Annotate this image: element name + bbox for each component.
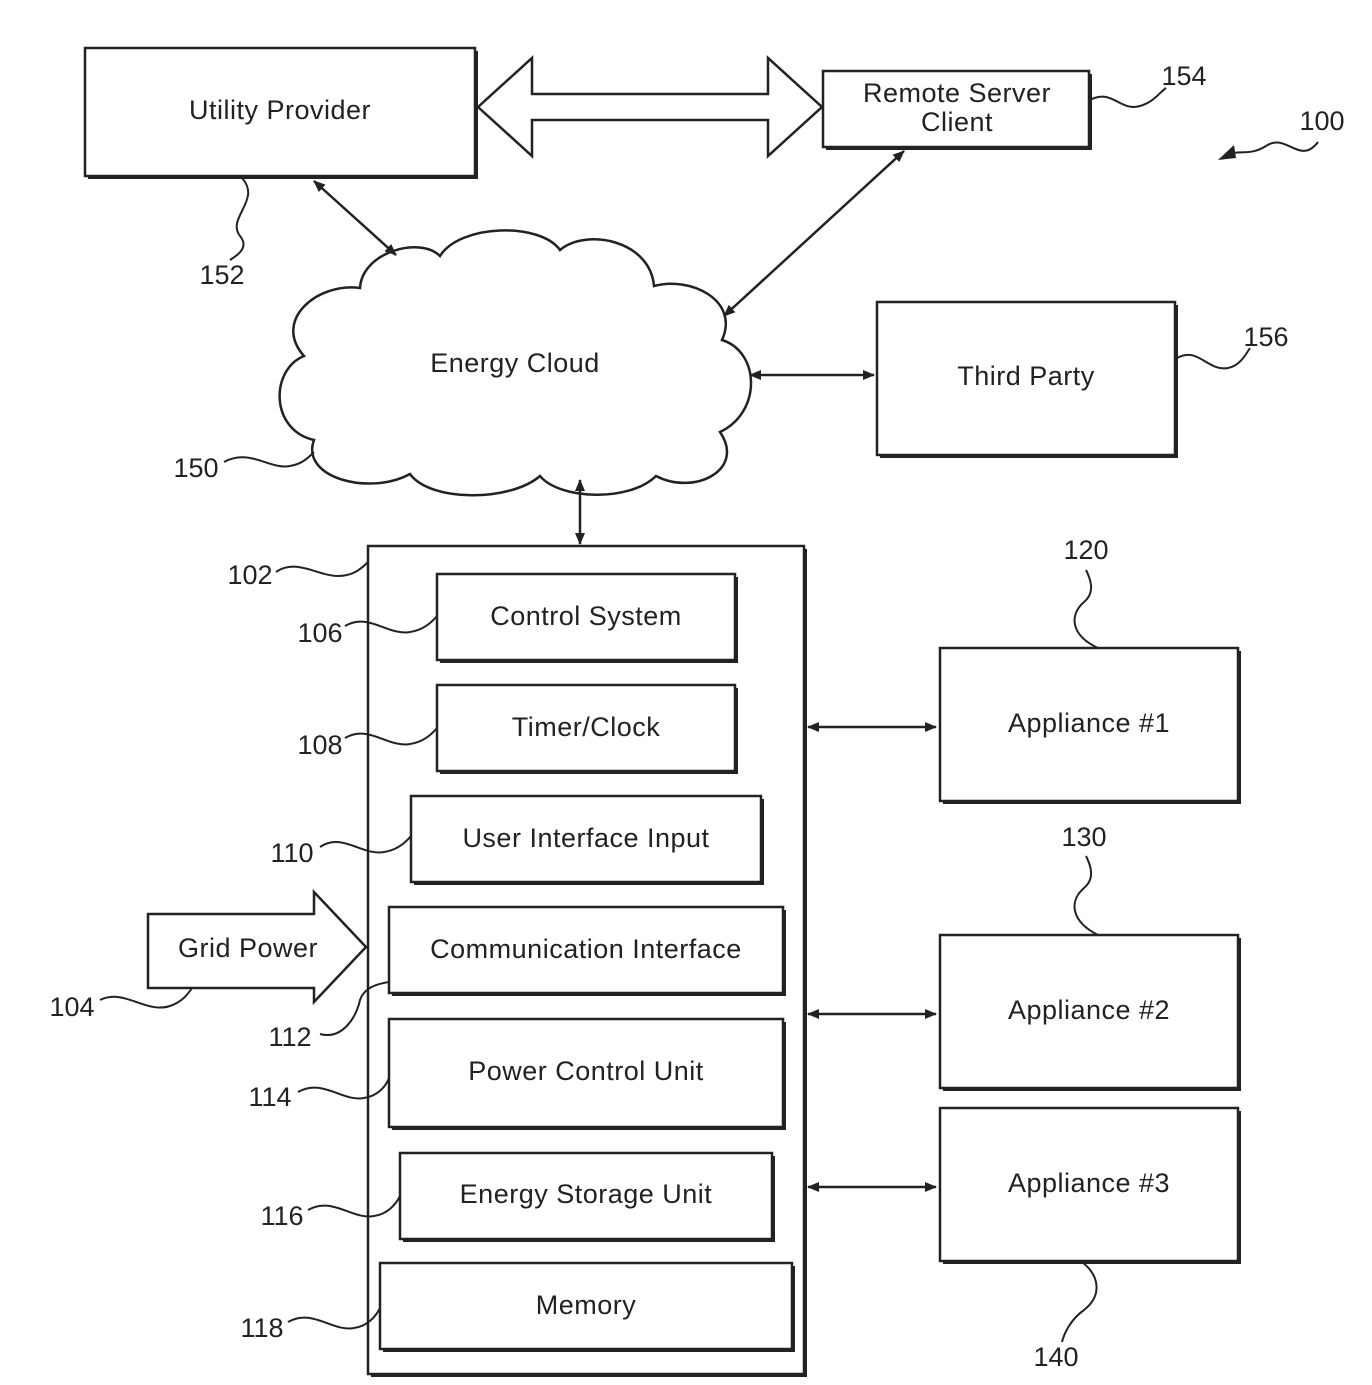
energy-storage-unit-box: Energy Storage Unit [400, 1153, 775, 1242]
appliance-3-ref-label: 140 [1033, 1342, 1078, 1372]
appliance-3-ref: 140 [1033, 1262, 1096, 1372]
appliance-1-box: Appliance #1 [940, 648, 1241, 804]
power-control-unit-box: Power Control Unit [389, 1019, 786, 1130]
appliance-1-ref: 120 [1063, 535, 1108, 648]
communication-interface-box: Communication Interface [389, 907, 786, 996]
utility-provider-ref: 152 [199, 178, 248, 290]
energy-storage-unit-label: Energy Storage Unit [460, 1179, 713, 1209]
energy-cloud-ref: 150 [173, 452, 314, 483]
communication-interface-label: Communication Interface [430, 934, 742, 964]
remote-server-client-box: Remote Server Client [823, 71, 1092, 150]
energy-cloud-ref-label: 150 [173, 453, 218, 483]
remote-server-label-line2: Client [921, 107, 993, 137]
memory-label: Memory [536, 1290, 637, 1320]
memory-box: Memory [380, 1263, 795, 1352]
control-system-ref-label: 106 [297, 618, 342, 648]
memory-ref: 118 [240, 1308, 380, 1343]
grid-power-arrow: Grid Power [148, 892, 366, 1002]
appliance-3-label: Appliance #3 [1008, 1168, 1170, 1198]
remote-server-label-line1: Remote Server [863, 78, 1051, 108]
arrow-utility-cloud [314, 181, 396, 255]
user-interface-input-ref-label: 110 [270, 838, 313, 868]
utility-provider-ref-label: 152 [199, 260, 244, 290]
utility-provider-box: Utility Provider [85, 48, 478, 179]
double-block-arrow [478, 58, 822, 156]
control-system-box: Control System [437, 574, 738, 663]
appliance-1-ref-label: 120 [1063, 535, 1108, 565]
memory-ref-label: 118 [240, 1313, 283, 1343]
third-party-ref: 156 [1177, 322, 1289, 368]
energy-cloud-label: Energy Cloud [430, 348, 600, 378]
third-party-box: Third Party [877, 302, 1178, 458]
grid-power-ref: 104 [49, 988, 192, 1022]
utility-provider-label: Utility Provider [189, 95, 371, 125]
control-system-label: Control System [490, 601, 682, 631]
timer-clock-box: Timer/Clock [437, 685, 738, 774]
power-control-unit-label: Power Control Unit [468, 1056, 704, 1086]
third-party-label: Third Party [957, 361, 1095, 391]
figure-ref-label: 100 [1299, 106, 1344, 136]
third-party-ref-label: 156 [1243, 322, 1288, 352]
arrow-remote-cloud [724, 151, 904, 316]
timer-clock-ref-label: 108 [297, 730, 342, 760]
user-interface-input-label: User Interface Input [462, 823, 709, 853]
controller-ref-label: 102 [227, 560, 272, 590]
appliance-1-label: Appliance #1 [1008, 708, 1170, 738]
power-control-unit-ref-label: 114 [248, 1082, 291, 1112]
appliance-2-box: Appliance #2 [940, 935, 1241, 1091]
grid-power-label: Grid Power [178, 933, 318, 963]
appliance-2-label: Appliance #2 [1008, 995, 1170, 1025]
communication-interface-ref-label: 112 [268, 1022, 311, 1052]
controller-ref: 102 [227, 560, 368, 590]
energy-storage-unit-ref-label: 116 [260, 1201, 303, 1231]
grid-power-ref-label: 104 [49, 992, 94, 1022]
user-interface-input-box: User Interface Input [411, 796, 764, 885]
energy-cloud: Energy Cloud [280, 230, 751, 495]
appliance-3-box: Appliance #3 [940, 1108, 1241, 1264]
remote-server-ref: 154 [1090, 61, 1207, 107]
appliance-2-ref-label: 130 [1061, 822, 1106, 852]
remote-server-ref-label: 154 [1161, 61, 1206, 91]
timer-clock-label: Timer/Clock [512, 712, 661, 742]
figure-reference: 100 [1218, 106, 1345, 160]
appliance-2-ref: 130 [1061, 822, 1106, 935]
